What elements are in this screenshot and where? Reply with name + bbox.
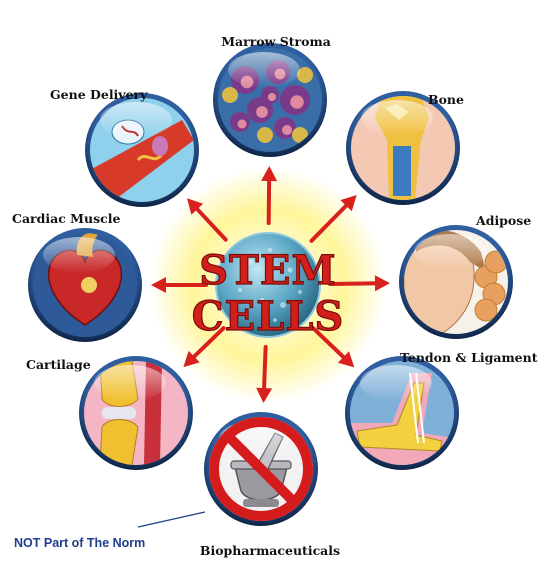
- arrow-head-adipose: [374, 275, 390, 292]
- stem-cell-texture: [238, 248, 302, 322]
- node-biopharmaceuticals: [204, 412, 318, 526]
- node-shine: [414, 234, 486, 270]
- node-shine: [100, 102, 172, 138]
- prohibited-ring-icon: [209, 417, 313, 521]
- label-tendon-ligament: Tendon & Ligament: [400, 350, 538, 365]
- label-adipose: Adipose: [475, 213, 531, 228]
- note-pointer-line: [137, 511, 206, 528]
- stem-cell-icon: [215, 232, 321, 338]
- label-gene-delivery: Gene Delivery: [50, 87, 148, 102]
- arrow-head-biopharmaceuticals: [256, 387, 273, 403]
- arrow-head-bone: [340, 195, 357, 212]
- label-biopharmaceuticals: Biopharmaceuticals: [200, 543, 340, 558]
- arrow-head-cardiac-muscle: [151, 277, 166, 293]
- arrow-shaft-tendon-ligament: [310, 325, 350, 363]
- arrow-shaft-gene-delivery: [191, 203, 228, 242]
- arrow-head-tendon-ligament: [337, 351, 355, 368]
- prohibited-slash-icon: [224, 432, 298, 506]
- node-shine: [43, 237, 115, 273]
- node-tendon-ligament: [345, 356, 459, 470]
- center-title-cells: CELLS: [192, 293, 344, 340]
- arrow-head-marrow-stroma: [261, 166, 278, 182]
- node-shine: [94, 365, 166, 401]
- arrow-head-cartilage: [183, 350, 200, 368]
- node-bone: [346, 91, 460, 205]
- arrow-head-gene-delivery: [187, 198, 204, 215]
- arrows-group: [151, 166, 390, 403]
- arrow-shaft-cartilage: [188, 326, 226, 363]
- label-marrow-stroma: Marrow Stroma: [221, 34, 331, 49]
- arrow-shaft-bone: [309, 200, 352, 243]
- node-shine: [228, 52, 300, 88]
- note-text: NOT Part of The Norm: [14, 536, 145, 550]
- node-cartilage: [79, 356, 193, 470]
- arrow-shaft-biopharmaceuticals: [261, 344, 268, 396]
- label-cardiac-muscle: Cardiac Muscle: [12, 211, 121, 226]
- node-gene-delivery: [85, 93, 199, 207]
- node-marrow-stroma: [213, 43, 327, 157]
- node-shine: [360, 365, 432, 401]
- node-shine: [361, 100, 433, 136]
- arrow-shaft-adipose: [327, 281, 383, 287]
- center-title-stem: STEM: [199, 247, 336, 294]
- node-adipose: [399, 225, 513, 339]
- label-bone: Bone: [428, 92, 464, 107]
- node-cardiac-muscle: [28, 228, 142, 342]
- arrow-shaft-marrow-stroma: [266, 173, 272, 226]
- label-cartilage: Cartilage: [26, 357, 91, 372]
